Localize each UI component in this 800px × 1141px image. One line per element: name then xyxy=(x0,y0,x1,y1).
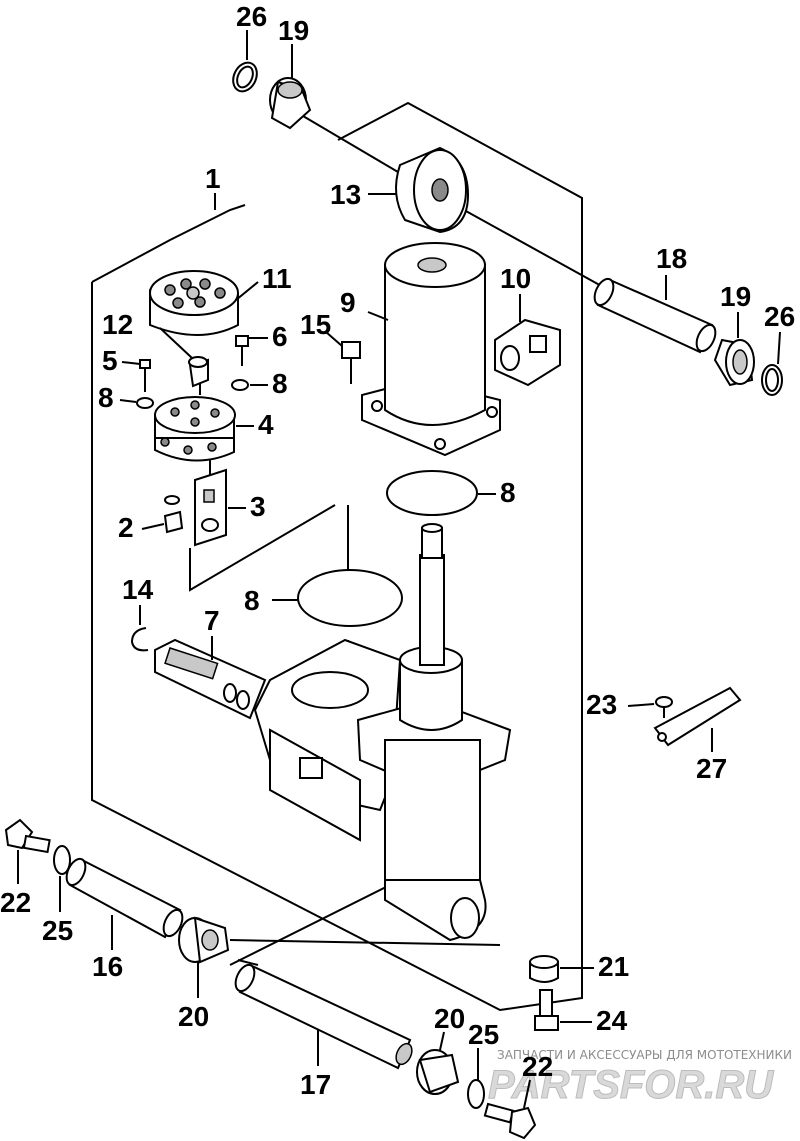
label-10: 10 xyxy=(500,263,531,294)
label-1: 1 xyxy=(205,163,221,194)
motor-bolt xyxy=(341,341,361,384)
label-7: 7 xyxy=(204,605,220,636)
label-11: 11 xyxy=(262,263,292,294)
label-8-oring-lower: 8 xyxy=(244,585,260,616)
bolt-lower xyxy=(483,1102,537,1140)
label-8-upper-right: 8 xyxy=(272,368,288,399)
label-16: 16 xyxy=(92,951,123,982)
label-21: 21 xyxy=(598,951,629,982)
label-4: 4 xyxy=(258,409,274,440)
pin-left xyxy=(65,857,184,939)
label-24: 24 xyxy=(596,1005,628,1036)
label-22-left: 22 xyxy=(0,887,31,918)
assembly-outline xyxy=(91,101,583,1012)
clamp-screw xyxy=(655,696,673,718)
label-3: 3 xyxy=(250,491,266,522)
label-12: 12 xyxy=(102,309,133,340)
snap-ring-right xyxy=(761,364,783,396)
label-13: 13 xyxy=(330,179,361,210)
label-23: 23 xyxy=(586,689,617,720)
label-22-lower: 22 xyxy=(522,1051,553,1082)
bolt-small xyxy=(235,335,249,366)
fitting xyxy=(494,318,561,387)
motor xyxy=(361,242,501,457)
nut xyxy=(529,955,559,983)
label-2: 2 xyxy=(118,512,134,543)
pin-lower xyxy=(234,963,413,1070)
o-ring-small-left xyxy=(136,397,154,409)
callout-labels: 26 19 1 13 18 19 26 11 10 9 15 12 6 5 8 … xyxy=(0,1,795,1100)
grease-bolt xyxy=(534,989,559,1031)
circlip xyxy=(130,627,149,652)
label-19-right: 19 xyxy=(720,281,751,312)
cylinder-body xyxy=(253,523,512,942)
check-valve xyxy=(163,495,184,534)
washer-left xyxy=(53,845,71,875)
bolt-left xyxy=(4,818,51,854)
label-26-right: 26 xyxy=(764,301,795,332)
o-ring-large-lower xyxy=(297,569,403,627)
label-20-lower: 20 xyxy=(434,1003,465,1034)
label-15: 15 xyxy=(300,309,331,340)
cylinder-bushing xyxy=(395,146,470,234)
label-6: 6 xyxy=(272,321,288,352)
upper-shaft xyxy=(593,277,717,354)
screw-small xyxy=(139,359,151,392)
label-8-left: 8 xyxy=(98,382,114,413)
valve-body xyxy=(154,396,236,462)
label-27: 27 xyxy=(696,753,727,784)
snap-ring-top xyxy=(232,61,258,93)
manifold-cap xyxy=(149,270,239,336)
o-ring-large-upper xyxy=(386,470,478,516)
label-leaders xyxy=(17,30,781,1109)
label-25-lower: 25 xyxy=(468,1019,499,1050)
clamp-strap xyxy=(653,686,742,747)
watermark-brand: PARTSFOR.RU xyxy=(488,1063,774,1107)
label-25-left: 25 xyxy=(42,915,73,946)
bushing-lower xyxy=(416,1049,460,1095)
bushing-right xyxy=(713,338,755,387)
label-26-top: 26 xyxy=(236,1,267,32)
label-5: 5 xyxy=(102,345,118,376)
bushing-top xyxy=(269,77,312,130)
label-17: 17 xyxy=(300,1069,331,1100)
label-18: 18 xyxy=(656,243,687,274)
label-9: 9 xyxy=(340,287,356,318)
watermark-caption: ЗАПЧАСТИ И АКСЕССУАРЫ ДЛЯ МОТОТЕХНИКИ xyxy=(497,1048,792,1062)
o-ring-small-right xyxy=(231,379,249,391)
label-14: 14 xyxy=(122,574,154,605)
label-19-top: 19 xyxy=(278,15,309,46)
label-8-oring-upper: 8 xyxy=(500,477,516,508)
valve-plug xyxy=(188,356,209,388)
bushing-left xyxy=(178,916,230,964)
label-20-left: 20 xyxy=(178,1001,209,1032)
relief-valve xyxy=(154,638,267,720)
valve-cartridge xyxy=(194,468,227,547)
watermark: ЗАПЧАСТИ И АКСЕССУАРЫ ДЛЯ МОТОТЕХНИКИ PA… xyxy=(488,1048,793,1108)
washer-lower xyxy=(467,1079,485,1109)
